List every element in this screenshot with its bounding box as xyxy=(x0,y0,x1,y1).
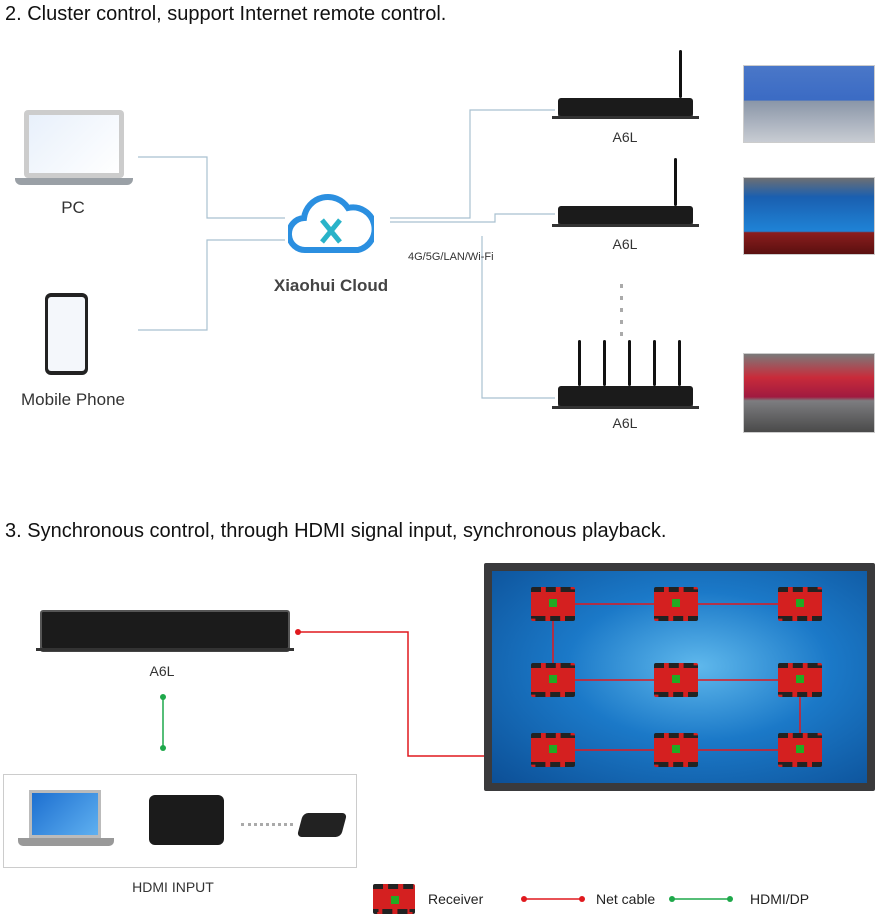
pc-cloud-line xyxy=(138,156,285,219)
a6l-label-2: A6L xyxy=(612,236,638,252)
a6l-device-1 xyxy=(552,50,699,119)
section-2-title: 2. Cluster control, support Internet rem… xyxy=(5,3,447,25)
a6l-device-3 xyxy=(552,340,699,409)
cloud-label: Xiaohui Cloud xyxy=(273,276,389,295)
phone-icon xyxy=(45,293,88,375)
cloud-a6l-1-line xyxy=(390,109,555,219)
cloud-icon xyxy=(288,193,374,254)
network-label: 4G/5G/LAN/Wi-Fi xyxy=(408,251,494,263)
hdmi-input-label: HDMI INPUT xyxy=(132,879,214,895)
led-screen-photo-1 xyxy=(743,65,875,143)
receiver-card xyxy=(531,587,575,621)
receiver-card xyxy=(654,587,698,621)
laptop-base-icon xyxy=(18,838,114,846)
legend-hdmi: HDMI/DP xyxy=(750,891,810,907)
cloud-a6l-3-line xyxy=(481,236,555,399)
section-3-title: 3. Synchronous control, through HDMI sig… xyxy=(5,520,667,542)
laptop-icon xyxy=(24,110,124,178)
hdmi-input-sources xyxy=(3,774,357,868)
a6l-device-2 xyxy=(552,158,699,227)
receiver-card xyxy=(654,733,698,767)
net-cable-line xyxy=(298,631,530,757)
receiver-card xyxy=(778,733,822,767)
legend-net-cable: Net cable xyxy=(596,891,656,907)
legend-receiver-icon xyxy=(373,884,415,914)
pc-label: PC xyxy=(61,198,85,217)
phone-label: Mobile Phone xyxy=(21,390,125,409)
more-dots xyxy=(241,823,293,826)
led-screen-photo-3 xyxy=(743,353,875,433)
receiver-card xyxy=(654,663,698,697)
receiver-card xyxy=(531,663,575,697)
receiver-card xyxy=(531,733,575,767)
legend-lines xyxy=(521,896,733,902)
a6l-front-panel xyxy=(36,610,294,651)
cloud-a6l-2-line xyxy=(390,213,555,223)
hdmi-line xyxy=(160,694,166,751)
a6l-label-1: A6L xyxy=(612,129,638,145)
legend-receiver: Receiver xyxy=(428,891,484,907)
a6l-label-3: A6L xyxy=(612,415,638,431)
laptop-icon xyxy=(29,790,101,838)
phone-cloud-line xyxy=(138,239,285,331)
a6l-label: A6L xyxy=(149,663,175,679)
receiver-card xyxy=(778,587,822,621)
receiver-card xyxy=(778,663,822,697)
ellipsis-dots xyxy=(620,284,623,336)
camcorder-icon xyxy=(149,795,224,845)
laptop-base-icon xyxy=(15,178,133,185)
led-screen-photo-2 xyxy=(743,177,875,255)
